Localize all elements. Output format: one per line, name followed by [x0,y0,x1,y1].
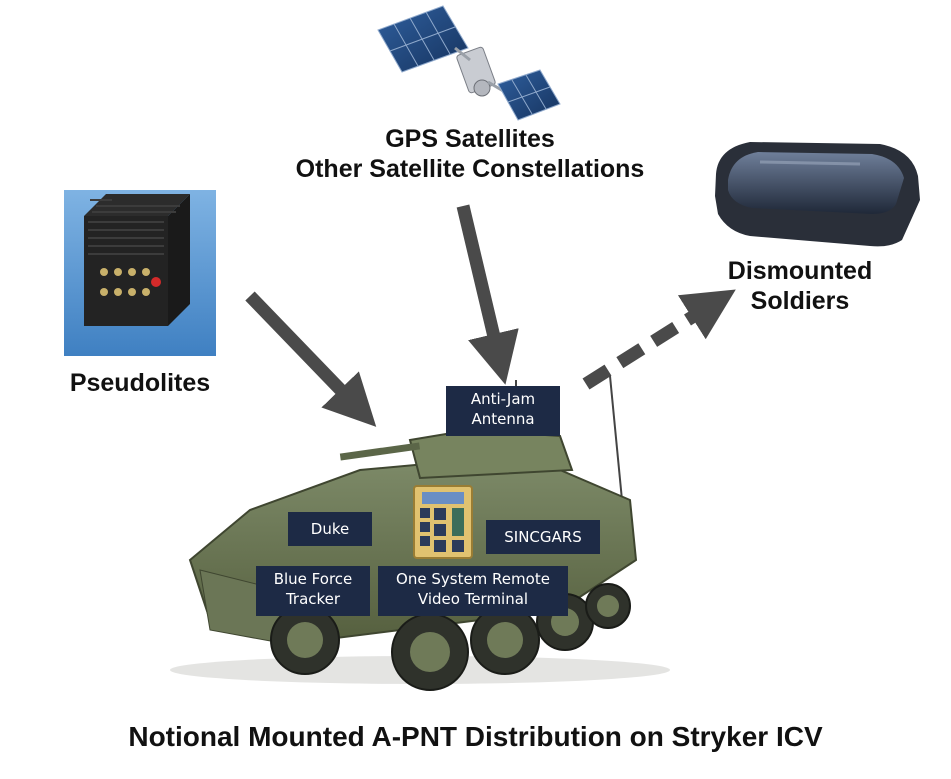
caption-text: Notional Mounted A-PNT Distribution on S… [128,721,823,752]
bft-line1: Blue Force [273,570,353,588]
pseudolite-device-icon [64,190,216,356]
pseudolites-label: Pseudolites [40,368,240,398]
gps-label-line1: GPS Satellites [385,125,555,153]
osrvt-label: One System Remote Video Terminal [378,566,568,616]
osrvt-line2: Video Terminal [417,590,529,608]
gps-label-line2: Other Satellite Constellations [295,155,645,183]
antijam-antenna-label: Anti-Jam Antenna [446,386,560,436]
diagram-caption: Notional Mounted A-PNT Distribution on S… [10,720,941,754]
dismounted-label: Dismounted Soldiers [700,256,900,316]
sincgars-label: SINCGARS [486,520,600,554]
osrvt-line1: One System Remote [396,570,550,588]
arrow-gps-to-vehicle [456,204,519,385]
duke-text: Duke [310,520,350,538]
duke-label: Duke [288,512,372,546]
dismounted-label-line1: Dismounted [727,257,873,285]
satellite-icon [377,5,561,121]
sincgars-text: SINCGARS [504,528,582,546]
dismounted-receiver-icon [715,142,920,247]
pseudolites-label-text: Pseudolites [69,369,211,397]
antijam-line1: Anti-Jam [470,390,536,408]
blue-force-tracker-label: Blue Force Tracker [256,566,370,616]
arrow-pseudolite-to-vehicle [245,291,377,427]
gps-label: GPS Satellites Other Satellite Constella… [240,124,700,184]
antijam-line2: Antenna [471,410,535,428]
terminal-display-icon [413,485,473,559]
bft-line2: Tracker [285,590,341,608]
dismounted-label-line2: Soldiers [750,287,850,315]
arrow-vehicle-to-dismounted [582,289,736,390]
